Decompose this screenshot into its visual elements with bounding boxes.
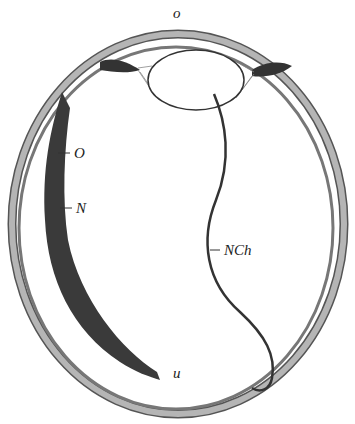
sclera-fill <box>12 34 344 414</box>
part-label: o <box>173 6 181 21</box>
ciliary-body <box>252 63 292 77</box>
leader-line <box>210 250 220 251</box>
part-label: u <box>173 366 181 381</box>
ciliary-body <box>100 60 140 73</box>
lens <box>148 50 244 110</box>
choroid-layer <box>19 47 333 409</box>
part-label: N <box>76 201 86 216</box>
leader-line <box>58 153 70 154</box>
leader-line <box>60 208 72 209</box>
choroid-retina-line <box>208 94 273 390</box>
part-label: NCh <box>224 243 252 258</box>
part-label: O <box>74 146 85 161</box>
sclera-outer <box>12 34 344 414</box>
detached-retina <box>44 92 160 380</box>
